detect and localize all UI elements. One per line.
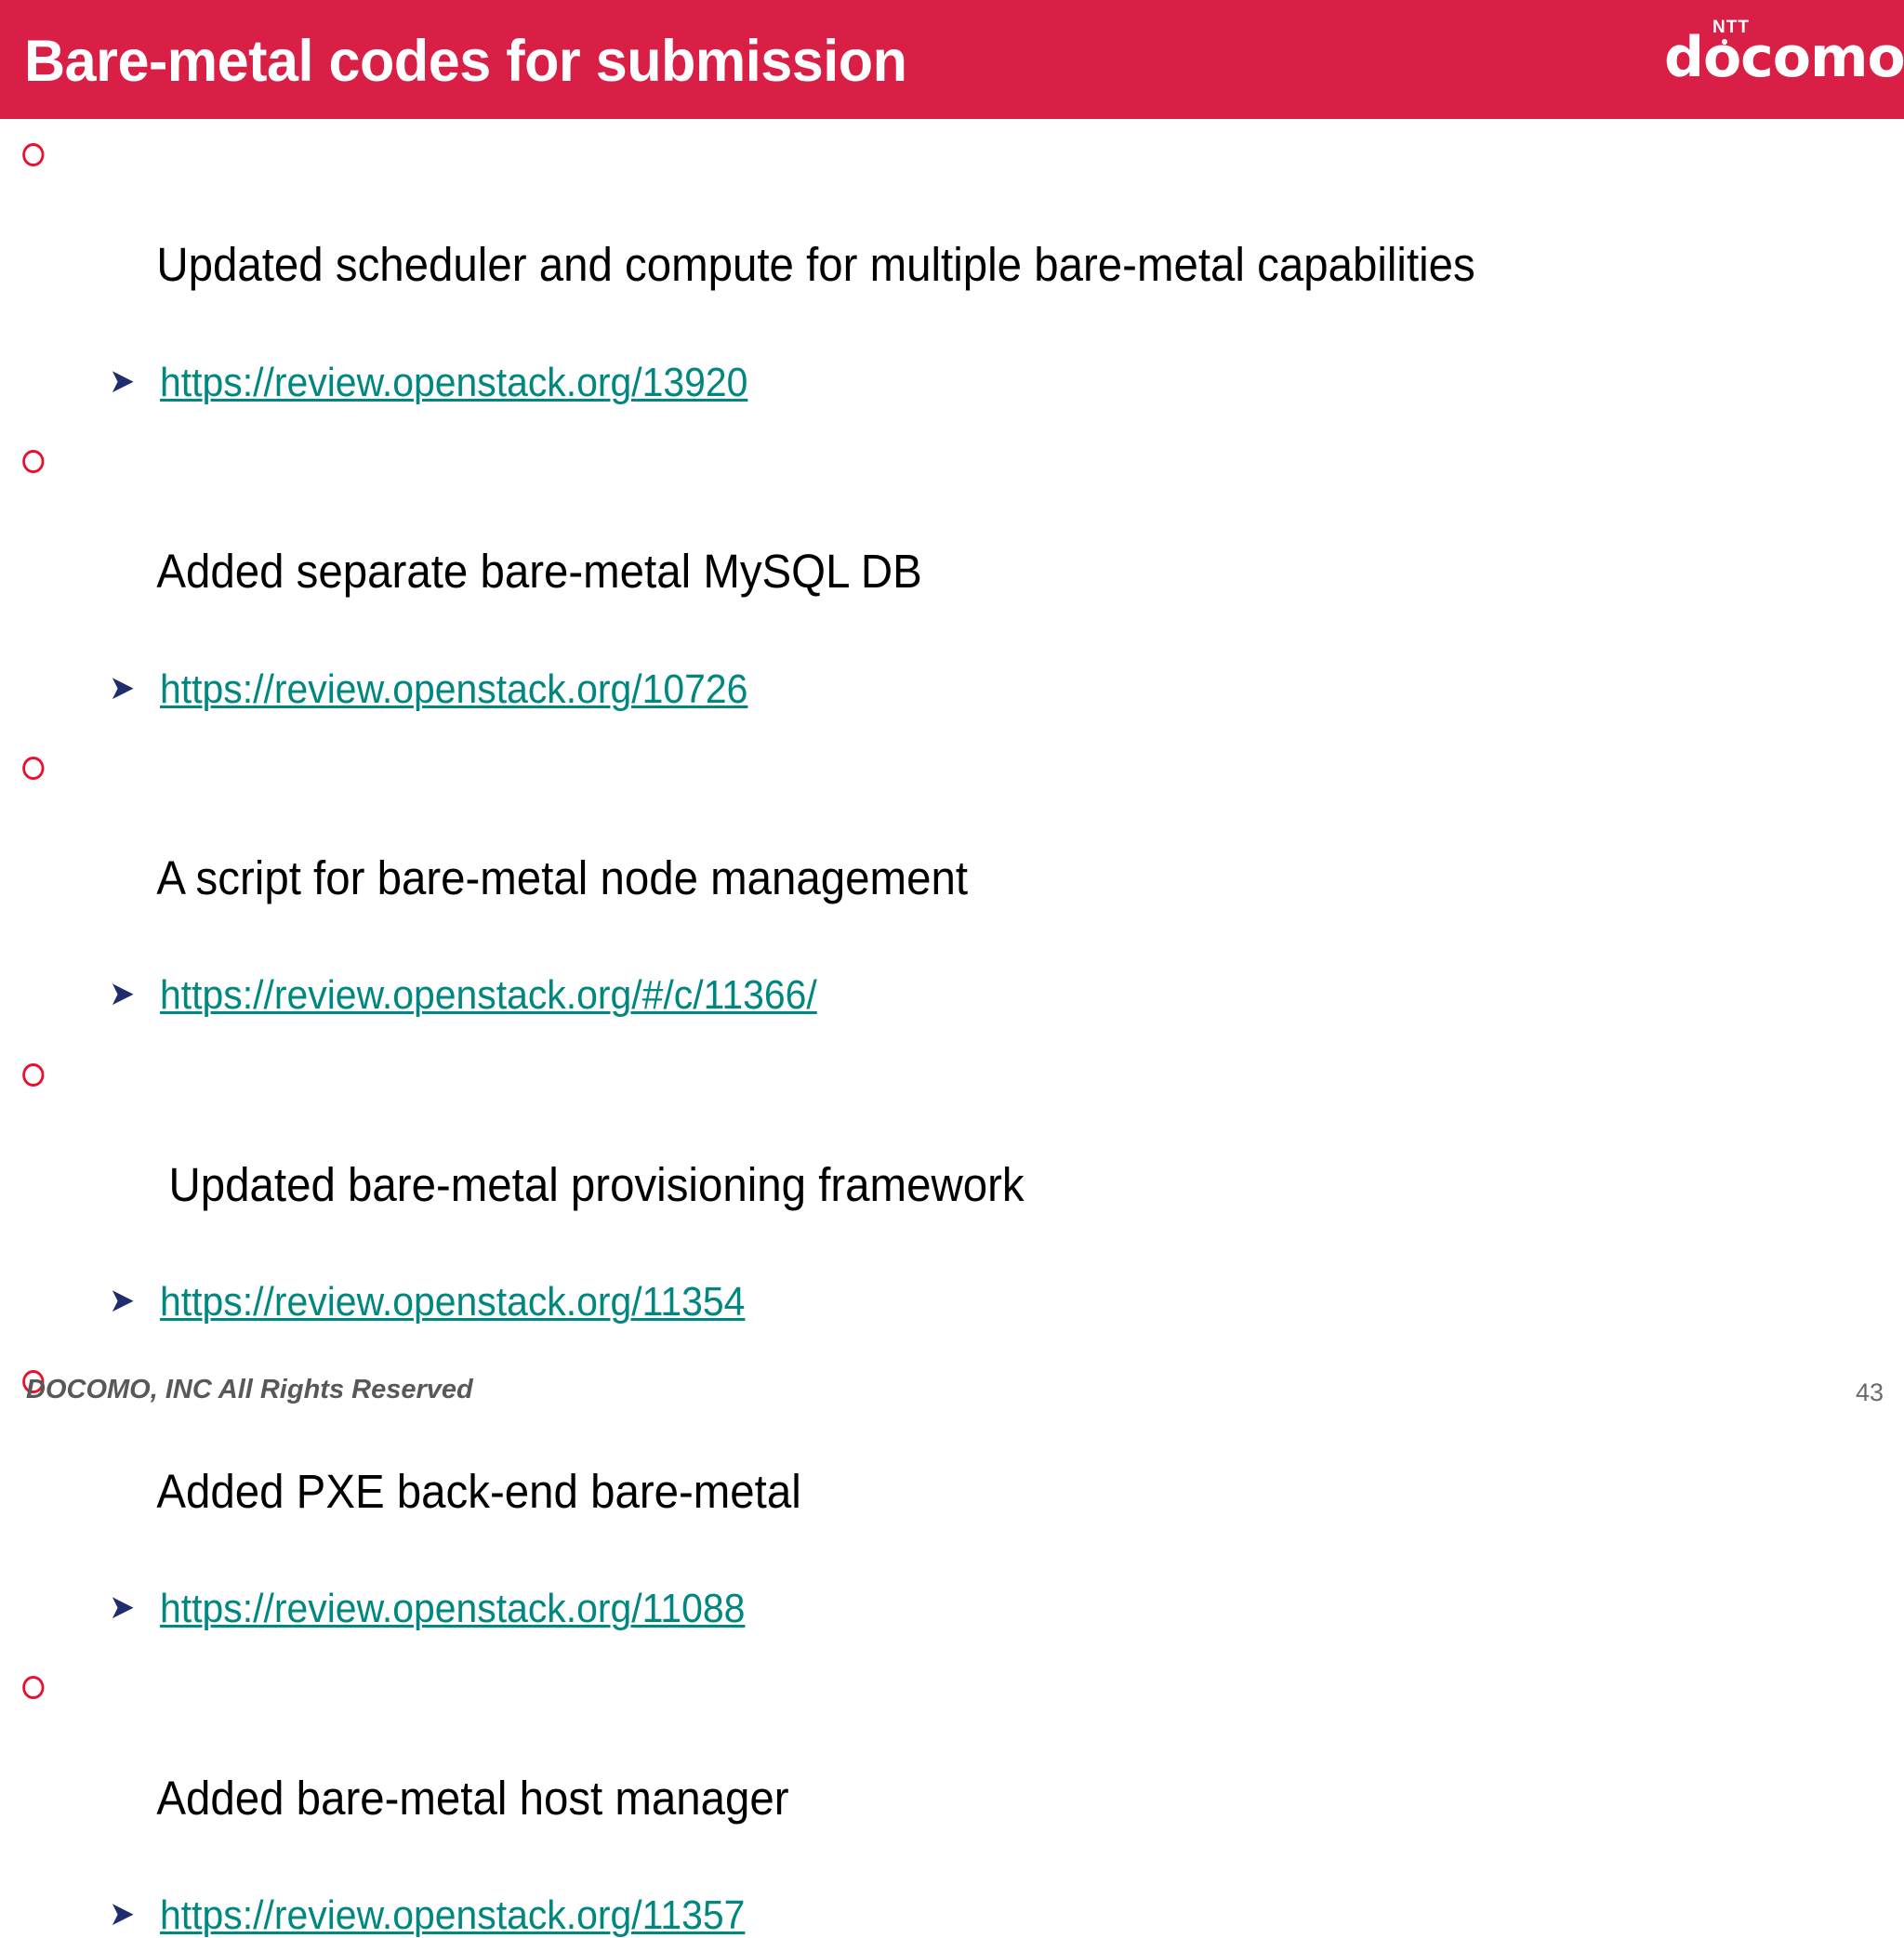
- bullet-item: Added bare-metal host manager: [0, 1659, 1771, 1881]
- review-link[interactable]: https://review.openstack.org/11354: [160, 1279, 746, 1325]
- bullet-group: A script for bare-metal node management …: [0, 740, 1904, 1019]
- bullet-item: Updated bare-metal provisioning framewor…: [0, 1047, 1771, 1269]
- arrow-right-icon: ➤: [109, 1895, 136, 1934]
- bullet-text: A script for bare-metal node management: [156, 851, 969, 905]
- bullet-text: Added separate bare-metal MySQL DB: [156, 545, 922, 599]
- slide-content: Updated scheduler and compute for multip…: [0, 119, 1904, 1938]
- bullet-item: A script for bare-metal node management: [0, 740, 1771, 962]
- bullet-group: Updated scheduler and compute for multip…: [0, 126, 1904, 405]
- bullet-group: Updated bare-metal provisioning framewor…: [0, 1047, 1904, 1325]
- arrow-right-icon: ➤: [109, 668, 136, 707]
- circle-outline-icon: [22, 1369, 45, 1393]
- sub-bullet-item: ➤ https://review.openstack.org/#/c/11366…: [0, 972, 1771, 1018]
- review-link[interactable]: https://review.openstack.org/11357: [160, 1892, 746, 1938]
- bullet-item: Updated scheduler and compute for multip…: [0, 126, 1771, 349]
- page-number: 43: [1855, 1378, 1884, 1406]
- circle-outline-icon: [22, 449, 45, 473]
- bullet-text: Added bare-metal host manager: [156, 1771, 789, 1825]
- arrow-right-icon: ➤: [109, 1589, 136, 1628]
- circle-outline-icon: [22, 143, 45, 166]
- logo-ntt-text: NTT: [1712, 18, 1750, 37]
- slide-title-bar: Bare-metal codes for submission NTT doco…: [0, 0, 1904, 119]
- bullet-group: Added separate bare-metal MySQL DB ➤ htt…: [0, 433, 1904, 712]
- circle-outline-icon: [22, 756, 45, 780]
- review-link[interactable]: https://review.openstack.org/11088: [160, 1586, 746, 1632]
- review-link[interactable]: https://review.openstack.org/10726: [160, 666, 748, 712]
- circle-outline-icon: [22, 1676, 45, 1700]
- arrow-right-icon: ➤: [109, 975, 136, 1014]
- docomo-logo: NTT docomo: [1664, 15, 1904, 100]
- copyright-notice: DOCOMO, INC All Rights Reserved: [26, 1375, 473, 1404]
- page-title: Bare-metal codes for submission: [24, 29, 907, 94]
- sub-bullet-item: ➤ https://review.openstack.org/11088: [0, 1586, 1771, 1631]
- arrow-right-icon: ➤: [109, 362, 136, 401]
- bullet-text: Added PXE back-end bare-metal: [156, 1464, 801, 1518]
- bullet-text: Updated bare-metal provisioning framewor…: [156, 1157, 1025, 1211]
- circle-outline-icon: [22, 1062, 45, 1087]
- logo-umlaut-dot: [1722, 39, 1727, 45]
- sub-bullet-item: ➤ https://review.openstack.org/11357: [0, 1892, 1771, 1938]
- bullet-text: Updated scheduler and compute for multip…: [156, 238, 1475, 292]
- arrow-right-icon: ➤: [109, 1282, 136, 1321]
- bullet-group: Added bare-metal host manager ➤ https://…: [0, 1659, 1904, 1938]
- bullet-item: Added separate bare-metal MySQL DB: [0, 433, 1771, 655]
- review-link[interactable]: https://review.openstack.org/13920: [160, 359, 748, 405]
- sub-bullet-item: ➤ https://review.openstack.org/10726: [0, 666, 1771, 712]
- review-link[interactable]: https://review.openstack.org/#/c/11366/: [160, 972, 817, 1019]
- logo-docomo-text: docomo: [1664, 25, 1904, 90]
- sub-bullet-item: ➤ https://review.openstack.org/11354: [0, 1279, 1771, 1325]
- sub-bullet-item: ➤ https://review.openstack.org/13920: [0, 360, 1771, 405]
